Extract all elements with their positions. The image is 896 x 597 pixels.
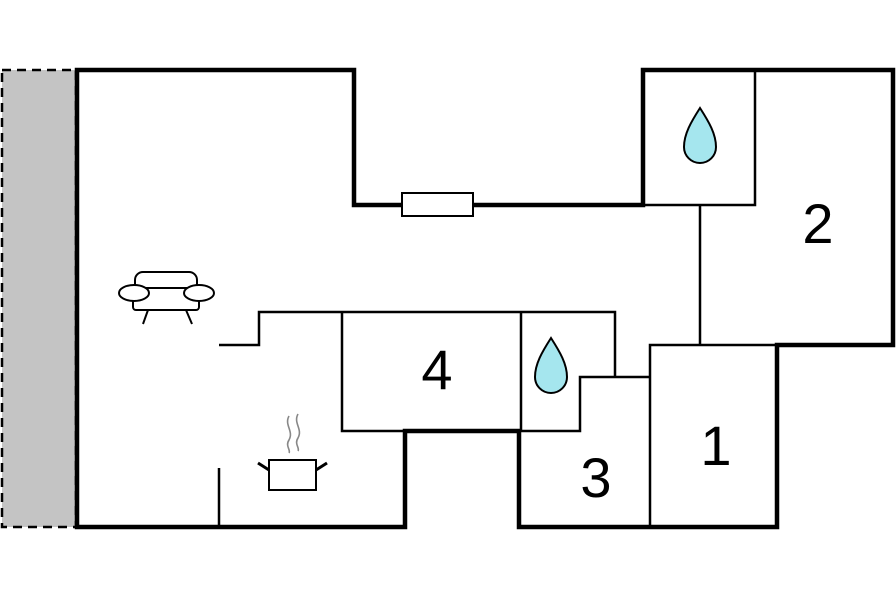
window-icon bbox=[401, 192, 474, 217]
room-3-label: 3 bbox=[580, 446, 611, 509]
room-1-label: 1 bbox=[700, 414, 731, 477]
interior-walls bbox=[217, 70, 777, 527]
water-drop-icon bbox=[682, 106, 718, 164]
sofa-icon bbox=[118, 271, 215, 325]
cooking-pot-icon bbox=[257, 413, 328, 491]
water-drop-icon bbox=[533, 336, 569, 394]
room-2-label: 2 bbox=[802, 192, 833, 255]
terrace-area bbox=[0, 68, 78, 529]
room-4-label: 4 bbox=[421, 338, 452, 401]
